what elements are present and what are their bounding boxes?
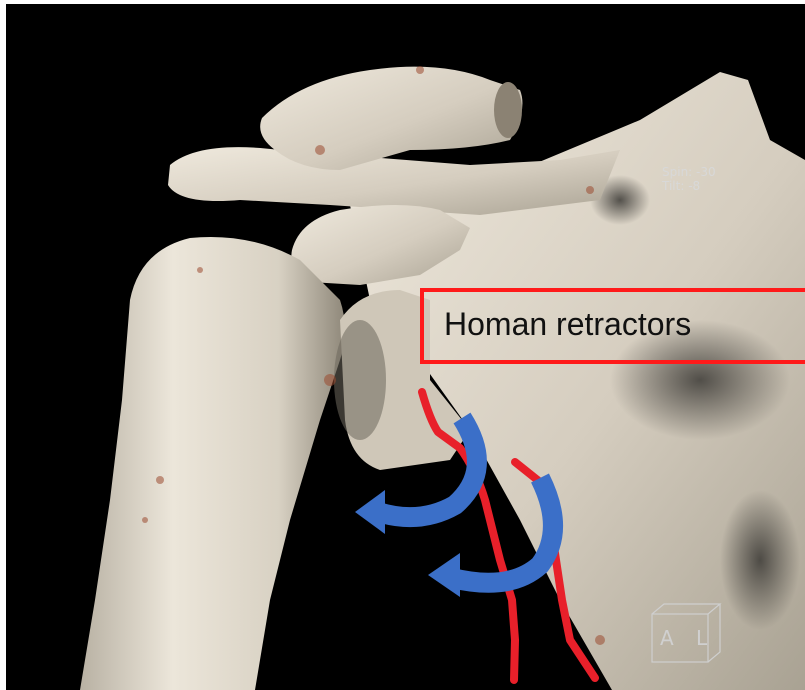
- bone-end: [494, 82, 522, 138]
- joint-shadow: [334, 320, 386, 440]
- scapula-shadow: [720, 490, 800, 630]
- scapula-shadow: [610, 320, 790, 440]
